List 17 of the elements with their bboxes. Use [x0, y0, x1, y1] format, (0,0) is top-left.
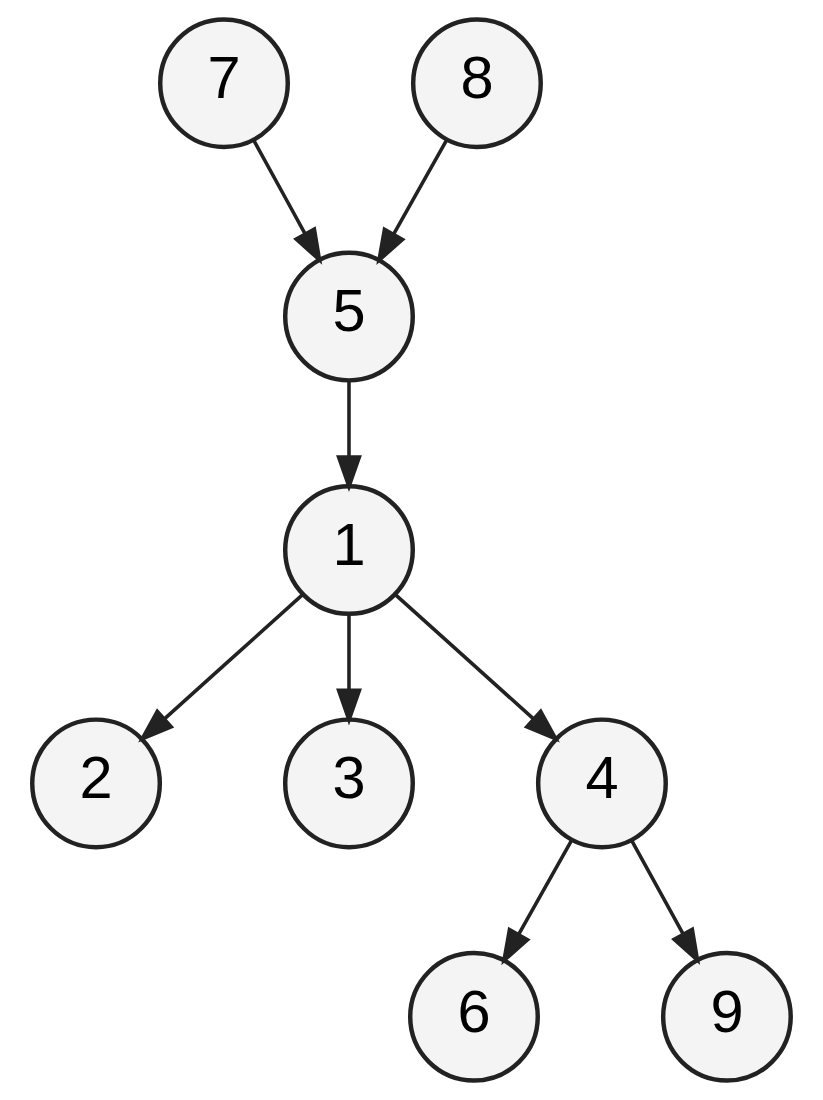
node-circle: 8 [410, 17, 543, 150]
arrow [252, 139, 323, 265]
arrow [336, 380, 362, 493]
node-circle: 7 [158, 17, 290, 150]
arrow [376, 138, 449, 266]
node-circle: 2 [30, 717, 163, 850]
node-circle: 3 [282, 717, 415, 850]
arrow [138, 593, 304, 743]
arrow [336, 613, 362, 726]
node-circle: 9 [660, 950, 793, 1083]
node-circle: 5 [282, 250, 415, 383]
arrow [394, 593, 560, 743]
node-circle: 6 [407, 950, 540, 1083]
node-circle: 4 [535, 717, 668, 850]
arrow [501, 838, 574, 966]
node-circle: 1 [282, 483, 415, 616]
arrow [630, 839, 701, 966]
